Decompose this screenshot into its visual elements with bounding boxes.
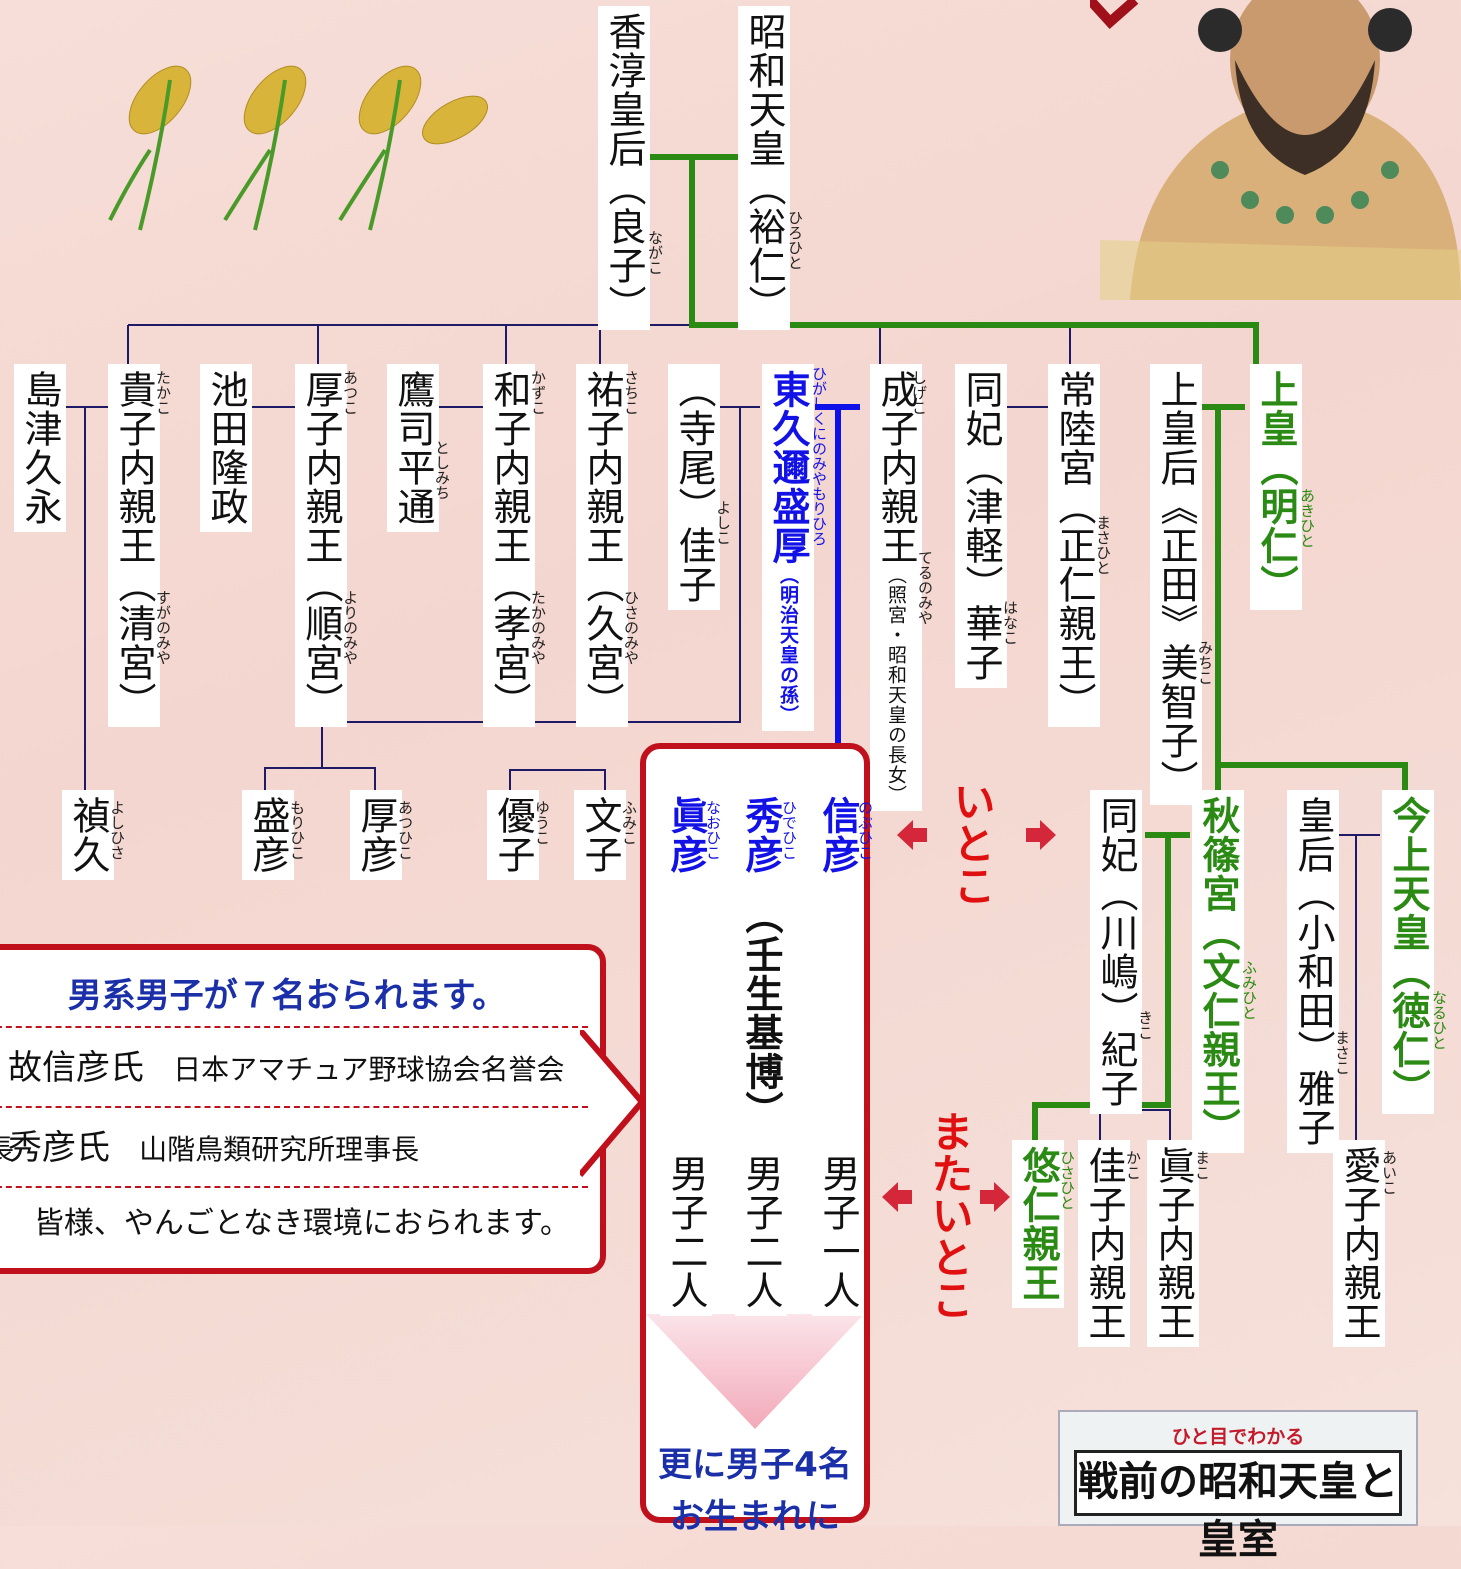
ruby-akishino-wife: きこ — [1136, 1010, 1154, 1040]
person-kako[interactable]: 佳子内親王 — [1078, 1140, 1130, 1347]
left-arrow-icon — [882, 1182, 912, 1212]
person-takako[interactable]: 貴子内親王（清宮） — [108, 364, 160, 727]
rice-plant-illustration — [108, 65, 488, 231]
callout-row-nobuhiko: 故信彦氏 日本アマチュア野球協会名誉会長 — [0, 1030, 588, 1166]
ruby-hitachi: まさひと — [1094, 515, 1112, 575]
ruby-shigeko-sub: てるのみや — [916, 550, 934, 625]
relation-mataitoko: またいとこ — [925, 1110, 974, 1320]
ruby-nobuhiko: のぶひこ — [856, 800, 874, 860]
person-aiko[interactable]: 愛子内親王 — [1333, 1140, 1385, 1347]
down-arrow-funnel — [646, 1314, 864, 1429]
hidehiko-sons: 男子二人 — [735, 1148, 787, 1316]
ruby-takako-2: すがのみや — [154, 590, 172, 665]
ruby-terao-yoshiko: よしこ — [714, 500, 732, 545]
person-fumiko[interactable]: 文子 — [574, 790, 626, 880]
callout-title: 男系男子が７名おられます。 — [0, 966, 588, 1028]
person-terao-yoshiko[interactable]: （寺尾）佳子 — [668, 364, 720, 610]
right-arrow-icon — [980, 1182, 1010, 1212]
ruby-akishino: ふみひと — [1240, 960, 1258, 1020]
ruby-atsuhiko: あつひこ — [396, 800, 414, 860]
ruby-mako: まこ — [1193, 1150, 1211, 1180]
ruby-hidehiko: ひでひこ — [780, 800, 798, 860]
person-morihiko[interactable]: 盛彦 — [242, 790, 294, 880]
ruby-yuko: ゆうこ — [533, 800, 551, 845]
person-hidehiko[interactable]: 秀彦 — [735, 790, 787, 880]
ruby-atsuko: あつこ — [341, 370, 359, 415]
book-subtitle: ひと目でわかる — [1171, 1426, 1305, 1448]
ruby-hisahito: ひさひと — [1058, 1150, 1076, 1210]
left-arrow-icon — [897, 820, 927, 850]
person-nobuhiko[interactable]: 信彦 — [812, 790, 864, 880]
ruby-sachiko-2: ひさのみや — [622, 590, 640, 665]
person-hitachi-wife[interactable]: 同妃（津軽）華子 — [955, 364, 1007, 688]
person-takatsukasa[interactable]: 鷹司平通 — [387, 364, 439, 532]
person-mako[interactable]: 眞子内親王 — [1147, 1140, 1199, 1347]
ruby-yoshihisa: よしひさ — [108, 800, 126, 860]
ruby-aiko: あいこ — [1380, 1150, 1398, 1195]
ruby-kazuko: かずこ — [529, 370, 547, 415]
book-title: 戦前の昭和天皇と皇室 — [1074, 1450, 1402, 1563]
ruby-joko: あきひと — [1298, 488, 1316, 548]
ruby-kojun: ながこ — [646, 230, 664, 275]
person-jokogo[interactable]: 上皇后《正田》美智子） — [1150, 364, 1202, 805]
male-line-callout: 男系男子が７名おられます。 故信彦氏 日本アマチュア野球協会名誉会長 秀彦氏 山… — [0, 944, 646, 1274]
person-yuko[interactable]: 優子 — [487, 790, 539, 880]
ruby-showa: ひろひと — [786, 210, 804, 270]
ruby-kako: かこ — [1124, 1150, 1142, 1180]
callout-row-hidehiko: 秀彦氏 山階鳥類研究所理事長 — [0, 1110, 588, 1188]
ruby-takatsukasa: としみち — [433, 440, 451, 500]
person-hitachi[interactable]: 常陸宮（正仁親王） — [1048, 364, 1100, 727]
ruby-atsuko-2: よりのみや — [341, 590, 359, 665]
relation-itoko: いとこ — [947, 780, 996, 906]
ruby-morihiro: ひがしくにのみやもりひろ — [810, 366, 828, 546]
person-higashikuni-morihiro[interactable]: 東久邇盛厚（明治天皇の孫） — [762, 364, 814, 731]
person-shigeko[interactable]: 成子内親王（照宮・昭和天皇の長女） — [870, 364, 922, 811]
person-ikeda[interactable]: 池田隆政 — [200, 364, 252, 532]
ruby-hitachi-wife: はなこ — [1001, 600, 1019, 645]
person-sachiko[interactable]: 祐子内親王（久宮） — [576, 364, 628, 727]
person-empress-kojun[interactable]: 香淳皇后（良子） — [598, 6, 650, 330]
ruby-shigeko: しげこ — [910, 370, 928, 415]
ruby-empress: まさこ — [1333, 1030, 1351, 1075]
person-hisahito[interactable]: 悠仁親王 — [1012, 1140, 1064, 1308]
ruby-morihiko: もりひこ — [288, 800, 306, 860]
person-akishino[interactable]: 秋篠宮（文仁親王） — [1192, 790, 1244, 1153]
nobuhiko-sons: 男子一人 — [812, 1148, 864, 1316]
callout-pointer — [580, 1030, 646, 1177]
red-brush-stroke — [1090, 0, 1139, 30]
more-sons-text: 更に男子4名お生まれに — [658, 1445, 852, 1537]
naohiko-sons: 男子二人 — [660, 1148, 712, 1316]
person-naohiko[interactable]: 眞彦 — [660, 790, 712, 880]
person-kazuko[interactable]: 和子内親王（孝宮） — [483, 364, 535, 727]
ruby-jokogo: みちこ — [1196, 640, 1214, 685]
person-emperor-naruhito[interactable]: 今上天皇（徳仁） — [1382, 790, 1434, 1114]
hidehiko-adopted-name: （壬生基博） — [739, 896, 784, 1130]
ruby-naohiko: なおひこ — [704, 800, 722, 860]
callout-footer: 皆様、やんごとなき環境におられます。 — [33, 1206, 570, 1241]
person-joko[interactable]: 上皇（明仁） — [1250, 364, 1302, 610]
ruby-sachiko: さちこ — [622, 370, 640, 415]
person-shimazu[interactable]: 島津久永 — [14, 364, 66, 532]
ruby-fumiko: ふみこ — [620, 800, 638, 845]
ruby-emperor: なるひと — [1430, 990, 1448, 1050]
person-atsuko[interactable]: 厚子内親王（順宮） — [295, 364, 347, 727]
person-atsuhiko[interactable]: 厚彦 — [350, 790, 402, 880]
person-yoshihisa[interactable]: 禎久 — [62, 790, 114, 880]
person-akishino-wife[interactable]: 同妃（川嶋）紀子 — [1090, 790, 1142, 1114]
ruby-takako: たかこ — [154, 370, 172, 415]
person-empress-masako[interactable]: 皇后（小和田）雅子 — [1287, 790, 1339, 1153]
ruby-kazuko-2: たかのみや — [529, 590, 547, 665]
person-showa-emperor[interactable]: 昭和天皇（裕仁） — [738, 6, 790, 330]
right-arrow-icon — [1026, 820, 1056, 850]
book-cover-thumbnail[interactable]: ひと目でわかる 戦前の昭和天皇と皇室 — [1058, 1410, 1418, 1563]
ancient-figure-illustration — [1100, 0, 1461, 300]
